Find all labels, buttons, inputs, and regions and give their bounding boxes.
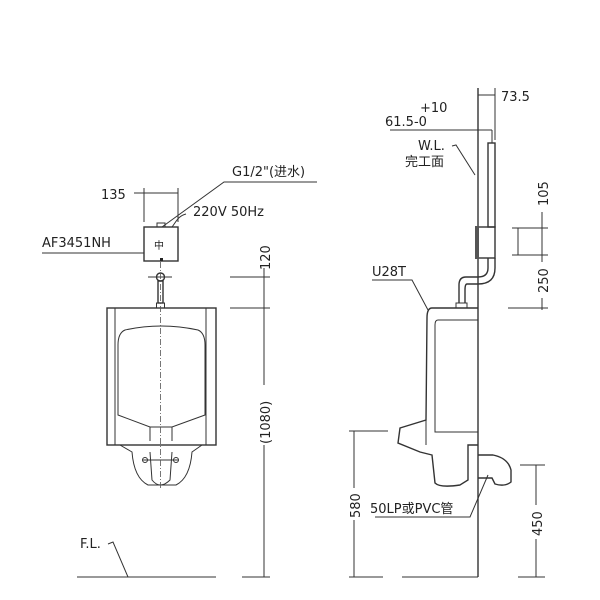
inlet-label: G1/2"(进水) — [232, 165, 305, 180]
floor-label: F.L. — [80, 537, 101, 552]
bolt-icon — [173, 457, 179, 463]
floor-leader — [107, 541, 129, 578]
dim-text-bg — [528, 505, 544, 539]
dim-text-bg — [256, 238, 272, 268]
wall-plate — [475, 226, 479, 259]
drain-label: 50LP或PVC管 — [370, 502, 453, 517]
top-dim: 120 — [259, 245, 274, 270]
drain-pipe — [478, 454, 512, 486]
drain-height-dim: 450 — [531, 511, 546, 536]
valve-to-top-dim: 250 — [537, 268, 552, 293]
valve-height-dim: 105 — [537, 181, 552, 206]
urinal-bowl — [117, 325, 206, 428]
trap-inner — [149, 451, 173, 486]
power-cord — [171, 213, 187, 228]
height-dim: (1080) — [259, 401, 274, 444]
dim-text-bg — [534, 176, 550, 212]
spud — [455, 302, 468, 309]
valve-model: AF3451NH — [42, 236, 111, 251]
inlet-leader — [161, 181, 317, 228]
inlet-fitting — [156, 222, 166, 228]
bolt-icon — [142, 457, 148, 463]
wall-offset-dim: 73.5 — [501, 90, 530, 105]
wall-label-line2: 完工面 — [405, 155, 444, 170]
outlet — [160, 258, 163, 261]
width-dim: 135 — [101, 188, 126, 203]
dim-text-bg — [346, 488, 362, 520]
valve-logo: 中 — [154, 239, 164, 252]
urinal-bowl-side — [434, 319, 478, 433]
dim-text-bg — [256, 385, 272, 445]
side-view: 73.5 +10 61.5-0 W.L. 完工面 U28T 50LP或PVC管 … — [346, 88, 552, 578]
power-label: 220V 50Hz — [193, 205, 264, 220]
tolerance-main: 61.5-0 — [385, 115, 427, 130]
trap-cover — [119, 444, 203, 486]
urinal-body-side — [397, 307, 478, 487]
supply-pipe — [487, 142, 496, 228]
urinal-body-front — [106, 307, 217, 446]
flush-pipe-bend — [458, 258, 496, 303]
tolerance-upper: +10 — [420, 101, 447, 116]
wall-leader — [451, 144, 476, 176]
dim-text-bg — [534, 262, 550, 298]
flush-valve-side — [477, 226, 496, 259]
wall-label-line1: W.L. — [418, 139, 445, 154]
lip-height-dim: 580 — [349, 493, 364, 518]
model-leader — [372, 279, 429, 311]
front-view: G1/2"(进水) 135 220V 50Hz 中 AF3451NH — [42, 165, 317, 578]
drain-leader — [375, 474, 489, 518]
urinal-model: U28T — [372, 265, 406, 280]
